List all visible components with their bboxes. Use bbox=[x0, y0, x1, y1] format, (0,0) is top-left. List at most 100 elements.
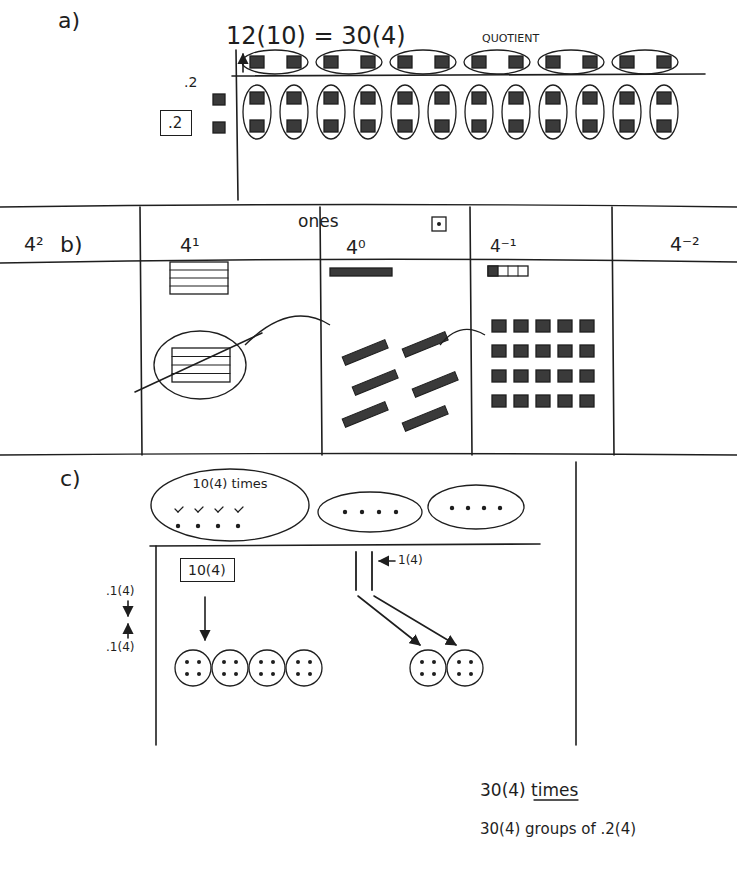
label-text: a) bbox=[58, 8, 80, 33]
handwritten-label: 4⁰ bbox=[346, 236, 366, 258]
dot bbox=[420, 660, 424, 664]
tick-mark bbox=[235, 509, 238, 512]
tick-mark bbox=[195, 509, 198, 512]
dot bbox=[236, 524, 240, 528]
group-oval bbox=[613, 85, 641, 139]
group-ellipse: 10(4) times bbox=[150, 468, 310, 542]
square-unit bbox=[287, 92, 301, 104]
square-unit bbox=[546, 120, 560, 132]
square-unit bbox=[536, 320, 550, 332]
tick-mark bbox=[218, 507, 223, 512]
square-unit bbox=[620, 120, 634, 132]
long-block bbox=[342, 340, 388, 366]
tick-mark bbox=[175, 509, 178, 512]
handwritten-label: 4¹ bbox=[180, 234, 200, 256]
dot bbox=[482, 506, 486, 510]
square-unit bbox=[435, 56, 449, 68]
label-text: .1(4) bbox=[106, 640, 134, 654]
square-unit bbox=[472, 92, 486, 104]
dot bbox=[432, 672, 436, 676]
label-text: 1(4) bbox=[398, 553, 423, 567]
label-text: ones bbox=[298, 211, 339, 231]
handwritten-label: b) bbox=[60, 232, 83, 257]
divider-line bbox=[575, 462, 577, 745]
dot bbox=[197, 660, 201, 664]
dot bbox=[308, 672, 312, 676]
dot bbox=[308, 660, 312, 664]
square-unit bbox=[583, 56, 597, 68]
label-text: 4⁻¹ bbox=[490, 236, 517, 256]
dot bbox=[222, 660, 226, 664]
dot bbox=[469, 672, 473, 676]
cross-out-line bbox=[135, 333, 262, 392]
square-unit bbox=[580, 320, 594, 332]
group-oval bbox=[243, 85, 271, 139]
square-unit bbox=[657, 92, 671, 104]
group-oval bbox=[391, 85, 419, 139]
square-unit bbox=[536, 370, 550, 382]
dot bbox=[394, 510, 398, 514]
square-unit bbox=[361, 92, 375, 104]
pointer-arrow bbox=[374, 596, 456, 645]
square-unit bbox=[583, 92, 597, 104]
group-oval bbox=[317, 85, 345, 139]
dot bbox=[185, 672, 189, 676]
label-text: .2 bbox=[184, 74, 197, 90]
long-block bbox=[352, 370, 398, 396]
square-unit bbox=[509, 92, 523, 104]
dot bbox=[457, 672, 461, 676]
handwritten-label: .1(4) bbox=[106, 640, 134, 654]
square-unit bbox=[514, 395, 528, 407]
exchange-curve bbox=[245, 316, 330, 345]
label-text: 4⁻² bbox=[670, 233, 700, 255]
square-unit bbox=[509, 120, 523, 132]
flat-line bbox=[170, 285, 228, 286]
dot bbox=[450, 506, 454, 510]
square-unit bbox=[472, 56, 486, 68]
dot bbox=[222, 672, 226, 676]
pointer-arrow bbox=[127, 601, 129, 616]
handwritten-label: c) bbox=[60, 466, 81, 491]
dot bbox=[432, 660, 436, 664]
square-unit bbox=[213, 94, 225, 105]
unit-bar bbox=[371, 552, 373, 590]
square-unit bbox=[472, 120, 486, 132]
node-text: 10(4) times bbox=[192, 476, 267, 491]
pair-oval bbox=[316, 50, 382, 74]
dot bbox=[216, 524, 220, 528]
handwritten-label: a) bbox=[58, 8, 80, 33]
dot bbox=[259, 660, 263, 664]
square-unit bbox=[324, 92, 338, 104]
square-unit bbox=[546, 56, 560, 68]
dot bbox=[377, 510, 381, 514]
square-unit bbox=[398, 92, 412, 104]
group-oval bbox=[650, 85, 678, 139]
flat-block bbox=[172, 348, 230, 382]
square-unit bbox=[361, 56, 375, 68]
node-text: 10(4) bbox=[188, 562, 227, 578]
border-line bbox=[0, 205, 737, 208]
dot bbox=[469, 660, 473, 664]
square-unit bbox=[558, 395, 572, 407]
label-text: 12(10) = 30(4) bbox=[226, 22, 406, 50]
handwritten-label: .2 bbox=[184, 74, 197, 90]
square-unit bbox=[580, 370, 594, 382]
small-line bbox=[518, 266, 519, 276]
small-unit bbox=[488, 266, 498, 276]
group-oval bbox=[576, 85, 604, 139]
divider-line bbox=[236, 50, 238, 200]
dot bbox=[457, 660, 461, 664]
flat-line bbox=[172, 373, 230, 374]
divider-line bbox=[232, 74, 705, 76]
long-block bbox=[412, 372, 458, 398]
handwritten-label: QUOTIENT bbox=[482, 32, 539, 45]
small-line bbox=[508, 266, 509, 276]
divider-line bbox=[150, 544, 540, 546]
group-oval bbox=[502, 85, 530, 139]
dot bbox=[296, 672, 300, 676]
label-text: 4¹ bbox=[180, 234, 200, 256]
handwritten-label: ones bbox=[298, 211, 339, 231]
dot bbox=[296, 660, 300, 664]
handwritten-label: 4⁻¹ bbox=[490, 236, 517, 256]
label-text: b) bbox=[60, 232, 83, 257]
